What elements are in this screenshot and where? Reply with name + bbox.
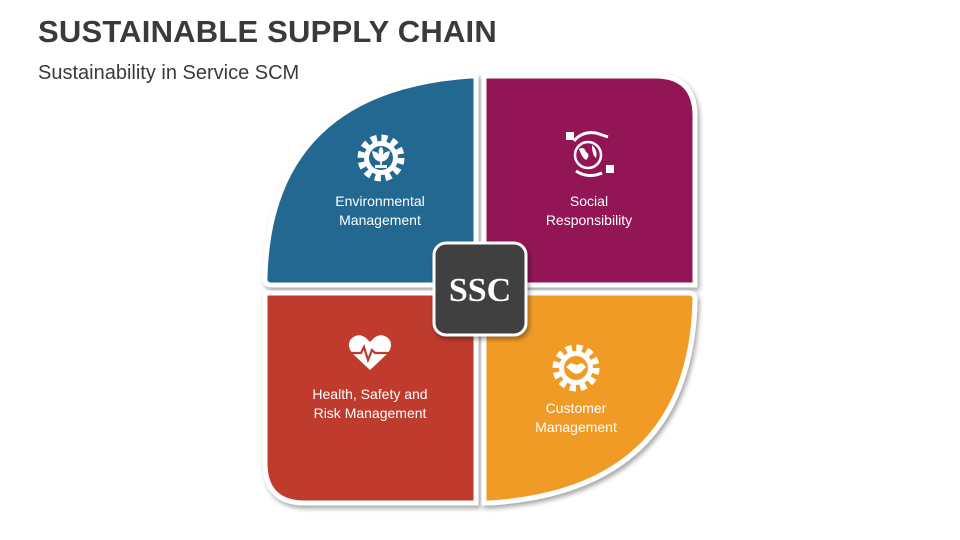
- center-ssc-box[interactable]: SSC: [432, 241, 528, 337]
- social-label-line1: Social: [570, 193, 608, 209]
- gear-plant-icon: [357, 134, 405, 182]
- hand-globe-icon: [566, 131, 614, 178]
- customer-label-line1: Customer: [546, 400, 607, 416]
- quadrant-environmental[interactable]: Environmental Management: [262, 73, 479, 288]
- page-subtitle: Sustainability in Service SCM: [38, 62, 300, 84]
- quadrant-social-shape: [481, 73, 698, 288]
- environmental-label-line2: Management: [339, 212, 421, 228]
- customer-label-line2: Management: [535, 419, 617, 435]
- quadrant-customer-shape: [481, 290, 698, 506]
- environmental-label-line1: Environmental: [335, 193, 425, 209]
- quadrant-social[interactable]: Social Responsibility: [481, 73, 698, 288]
- center-label: SSC: [449, 272, 511, 309]
- quadrant-customer[interactable]: Customer Management: [481, 290, 698, 506]
- heart-pulse-icon: [348, 335, 392, 370]
- quadrant-health-shape: [262, 290, 479, 506]
- gear-handshake-icon: [552, 344, 600, 392]
- quadrant-health[interactable]: Health, Safety and Risk Management: [262, 290, 479, 506]
- page-title: SUSTAINABLE SUPPLY CHAIN: [38, 14, 497, 49]
- social-label-line2: Responsibility: [546, 212, 632, 228]
- quadrant-environmental-shape: [262, 73, 479, 288]
- health-label-line2: Risk Management: [314, 405, 427, 421]
- health-label-line1: Health, Safety and: [312, 386, 427, 402]
- center-box-shape: [432, 241, 528, 337]
